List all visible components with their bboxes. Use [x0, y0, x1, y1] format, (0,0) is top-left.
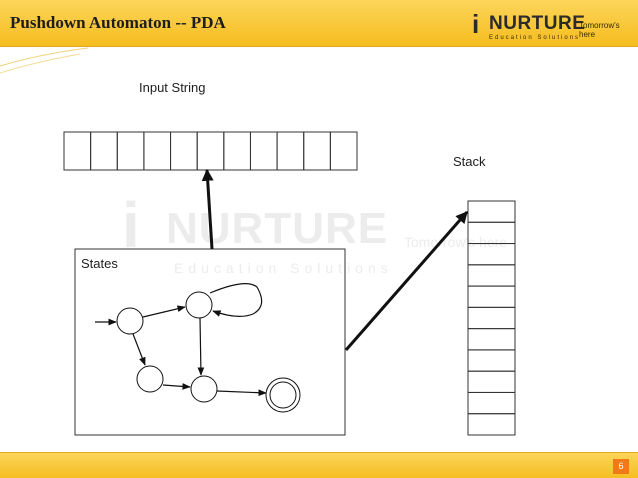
stack-cell — [467, 413, 516, 436]
tape-cell — [249, 131, 278, 171]
stack-cell — [467, 328, 516, 351]
input-tape — [63, 131, 358, 171]
tape-cell — [170, 131, 198, 171]
state-q1 — [185, 291, 213, 319]
tape-cell — [63, 131, 92, 171]
tape-cell — [116, 131, 145, 171]
tape-cell — [143, 131, 172, 171]
stack-cell — [467, 370, 516, 393]
logo-subtitle: Education Solutions — [489, 35, 581, 41]
transition-q1-q3 — [197, 317, 205, 376]
logo-name: NURTURE — [489, 13, 586, 34]
stack-cell — [467, 200, 516, 223]
header-bar: Pushdown Automaton -- PDA i NURTURE Tomo… — [0, 0, 638, 47]
stack-cell — [467, 264, 516, 287]
watermark-tagline: Tomorrow's here — [404, 234, 508, 250]
watermark-i: i — [122, 189, 140, 261]
watermark-name: NURTURE — [166, 204, 389, 253]
stack-column — [467, 200, 516, 436]
footer-bar: 6 — [0, 452, 638, 478]
state-q3 — [190, 375, 218, 403]
tape-cell — [196, 131, 225, 171]
stack-cell — [467, 221, 516, 245]
states-box — [74, 248, 346, 436]
transition-q3-q4 — [216, 389, 267, 397]
state-q2 — [136, 365, 164, 393]
stack-cell — [467, 349, 516, 372]
logo-i: i — [472, 9, 480, 39]
stack-cell — [467, 243, 516, 266]
watermark-subtitle: Education Solutions — [174, 260, 393, 276]
stack-cell — [467, 391, 516, 415]
stack-cell — [467, 306, 516, 330]
tape-head-arrow — [201, 168, 214, 250]
stack-label: Stack — [453, 154, 486, 169]
transition-q2-q3 — [162, 383, 191, 390]
logo-tagline: Tomorrow's here — [579, 21, 620, 39]
transition-q0-q2 — [132, 333, 146, 366]
states-label: States — [81, 256, 118, 271]
state-accept-outer — [265, 377, 301, 413]
tape-cell — [329, 131, 358, 171]
state-accept-inner — [269, 381, 297, 409]
inurture-logo: i NURTURE Tomorrow's here Education Solu… — [470, 9, 636, 43]
stack-cell — [467, 285, 516, 308]
header-decoration — [0, 47, 89, 74]
page-number: 6 — [613, 459, 629, 474]
stack-arrow — [344, 211, 469, 351]
tape-cell — [90, 131, 118, 171]
transition-q1-self-loop — [209, 283, 263, 317]
transition-q0-q1 — [142, 305, 186, 318]
state-q0 — [116, 307, 144, 335]
tape-cell — [276, 131, 305, 171]
slide-title: Pushdown Automaton -- PDA — [10, 13, 226, 32]
input-string-label: Input String — [139, 80, 206, 95]
tape-cell — [303, 131, 331, 171]
tape-cell — [223, 131, 251, 171]
